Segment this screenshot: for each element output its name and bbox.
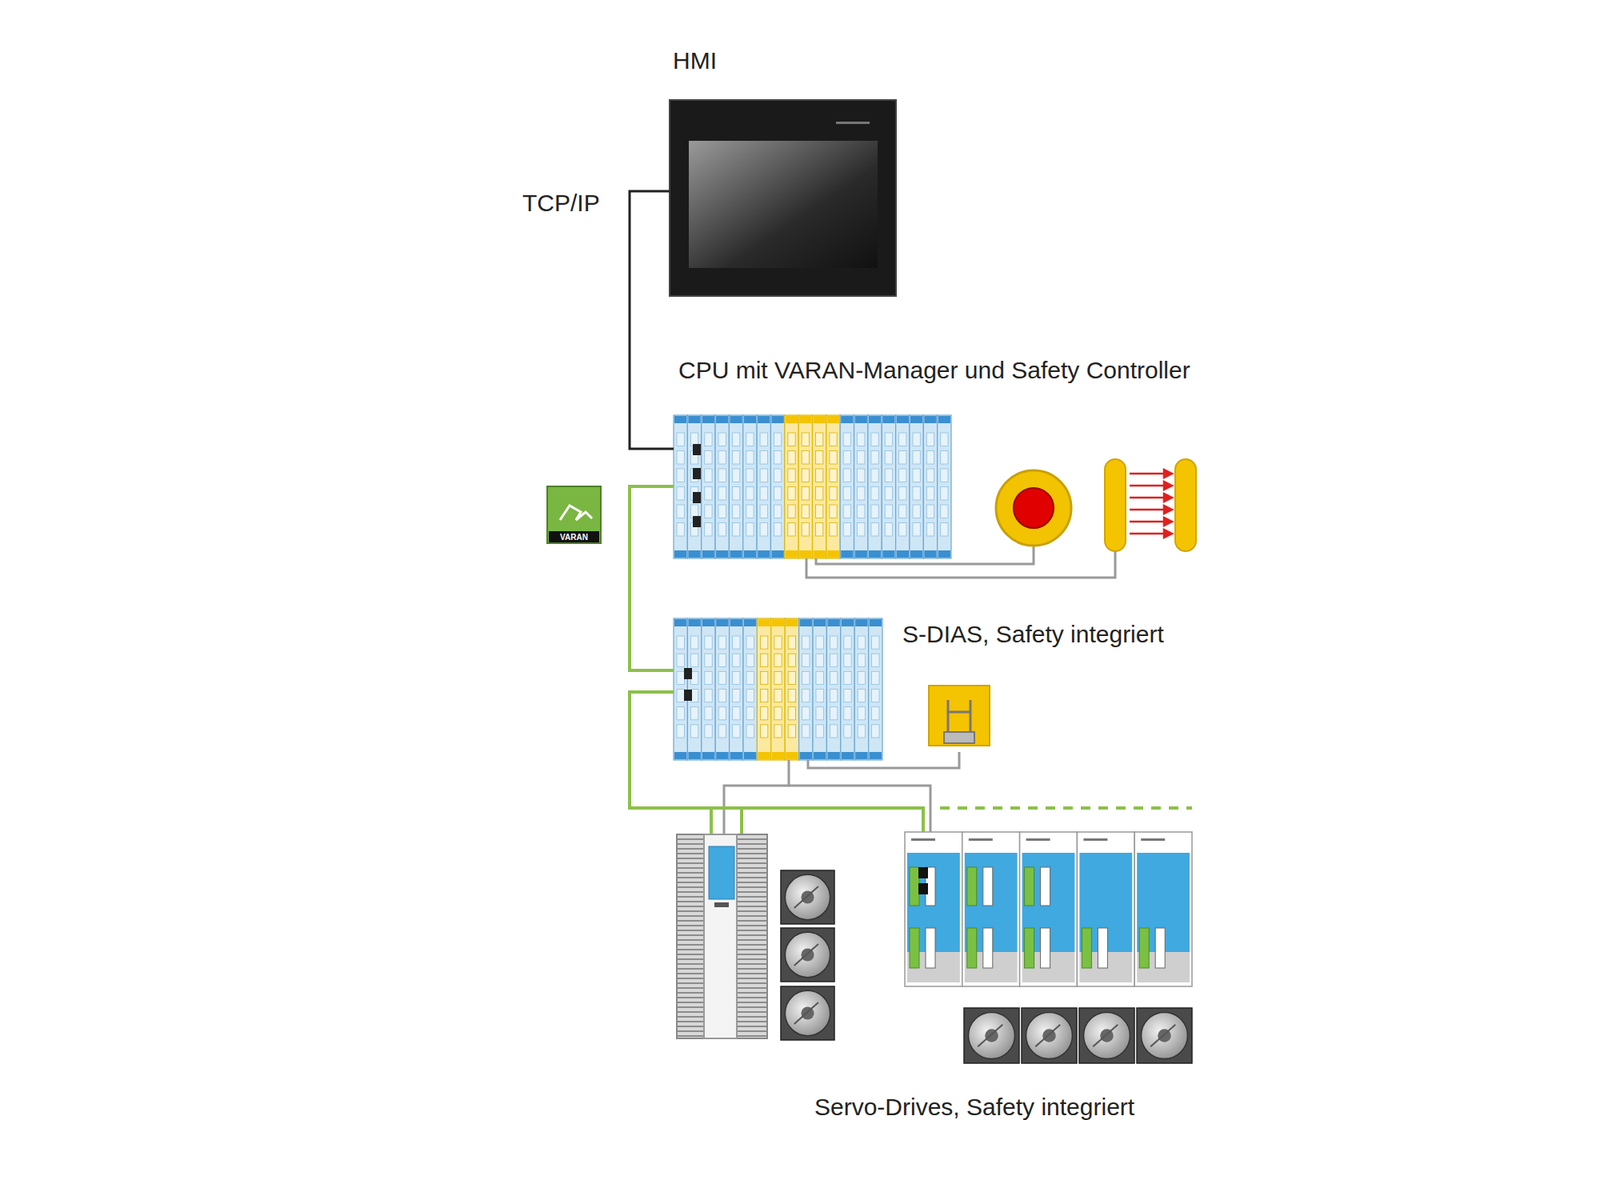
cpu-rack-node: CPU mit VARAN-Manager und Safety Control… <box>673 356 1250 559</box>
node-title: CPU mit VARAN-Manager und Safety Control… <box>678 356 1191 385</box>
emergency-stop <box>996 470 1072 546</box>
door-switch <box>928 685 990 746</box>
connector-line <box>629 191 674 449</box>
node-title: S-DIAS, Safety integriert <box>902 620 1164 649</box>
io-racks <box>673 415 952 760</box>
node-title: Servo-Drives, Safety integriert <box>814 1092 1135 1122</box>
compact-servo-drive <box>676 834 768 1039</box>
sdias-rack-node: S-DIAS, Safety integriert <box>673 618 1210 760</box>
safety-wires <box>724 545 1116 835</box>
connector <box>629 486 674 671</box>
logo-text: VARAN <box>547 532 601 543</box>
connector-line <box>629 692 924 832</box>
hmi-panel <box>669 100 896 296</box>
connector <box>629 191 674 449</box>
servo-motors <box>780 870 1192 1064</box>
varan-bus-stubs <box>711 808 1192 835</box>
multi-axis-servo-drive <box>904 832 1192 987</box>
connector <box>629 692 924 832</box>
edge-label: TCP/IP <box>520 188 603 218</box>
connector-line <box>629 486 674 671</box>
hmi-node: HMI <box>669 46 896 296</box>
light-curtain <box>1104 459 1196 552</box>
varan-logo <box>547 486 601 544</box>
node-title: HMI <box>672 46 717 76</box>
servo-drives-node: Servo-Drives, Safety integriert <box>808 832 1192 1140</box>
